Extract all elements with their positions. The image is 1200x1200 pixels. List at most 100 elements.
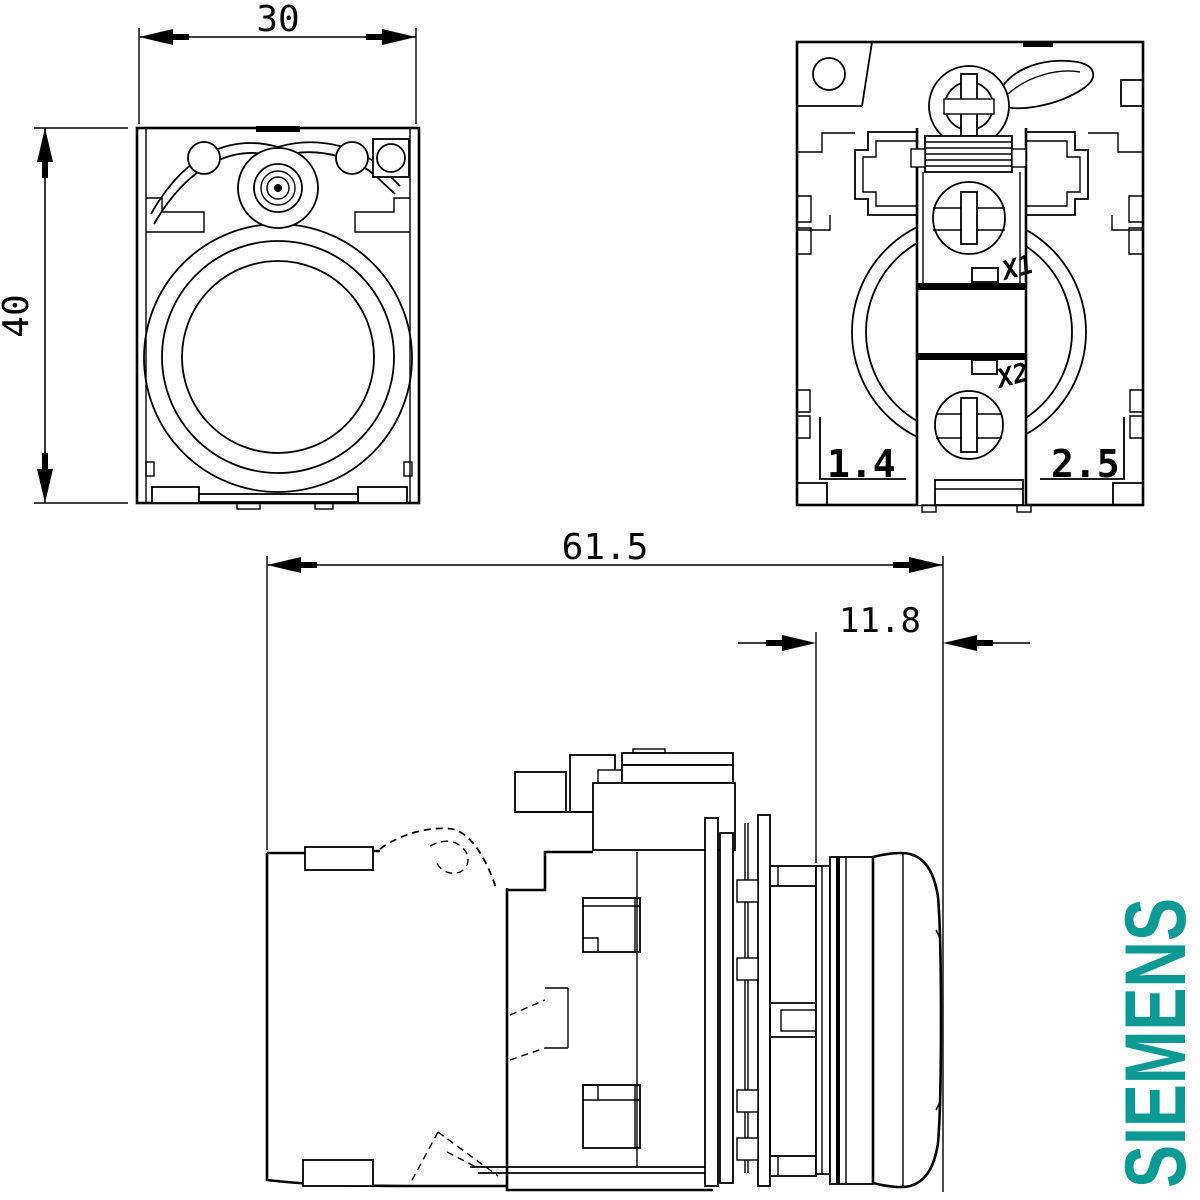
- front-height-dimension: 40: [0, 127, 128, 504]
- bottom-corner-steps: [797, 482, 1143, 505]
- rear-view: X1 X2 1.4 2.5: [795, 40, 1145, 513]
- bottom-latch-right: [357, 486, 408, 504]
- side-panel-steps: [797, 132, 1143, 231]
- release-lever: [995, 59, 1094, 110]
- bottom-tab: [302, 1159, 374, 1187]
- latch-tab-4: [736, 1137, 759, 1161]
- stem-block: [780, 1009, 817, 1032]
- arrowhead-top: [37, 128, 53, 178]
- top-screw: [928, 65, 1010, 147]
- corner-socket: [372, 138, 410, 178]
- corner-socket-hole: [376, 143, 406, 173]
- socket-lower: [582, 1084, 641, 1149]
- membrane-curl-dashed: [429, 840, 469, 874]
- latch-tab-2: [736, 957, 759, 981]
- corner-hole: [812, 57, 846, 91]
- spacer-ring: [757, 814, 771, 1187]
- block-outline: [265, 853, 507, 1188]
- siemens-logo: SIEMENS: [1108, 898, 1200, 1188]
- side-view: 61.5 11.8: [265, 527, 1030, 1192]
- block-top-edge: [267, 849, 380, 855]
- membrane-curve-dashed: [379, 827, 497, 889]
- front-view: 30 40: [0, 0, 421, 510]
- front-width-dimension: 30: [138, 0, 417, 124]
- extension-lines: [34, 127, 128, 504]
- total-depth-dimension: 61.5: [266, 527, 944, 1192]
- latch-tab-3: [736, 1089, 759, 1113]
- stack-rect-small: [514, 771, 567, 813]
- dimension-value-40: 40: [0, 294, 37, 337]
- flange-plate-1: [704, 817, 719, 1187]
- arrowhead-right: [943, 635, 993, 651]
- bezel-grooves: [821, 857, 847, 1184]
- lens-band-bottom: [917, 353, 1026, 360]
- dome-outline: [871, 851, 943, 1189]
- latch-tab-1: [736, 879, 759, 903]
- top-edge-tick: [256, 126, 300, 132]
- contact-label-25: 2.5: [1051, 442, 1120, 486]
- head-depth-dimension: 11.8: [738, 601, 1030, 863]
- screw-slot: [960, 397, 978, 453]
- bracket-right: [1026, 131, 1089, 216]
- corner-step-right: [1120, 79, 1143, 107]
- contact-bay-lines: [819, 417, 1125, 480]
- stack-cap: [621, 752, 734, 766]
- bottom-latch-left: [151, 486, 200, 504]
- flange-plate-2: [719, 832, 734, 1184]
- housing-inner-walls: [145, 128, 411, 503]
- bottom-tab: [934, 479, 1024, 506]
- switch-body: [470, 748, 736, 1192]
- edge-notches: [797, 195, 1143, 439]
- partition-line: [797, 41, 873, 107]
- socket-upper-detail: [583, 898, 640, 952]
- extension-lines: [266, 556, 944, 1192]
- screw-slot-horizontal: [943, 98, 995, 115]
- side-notch-left: [145, 461, 155, 477]
- front-body: [135, 126, 421, 510]
- bottom-screw: [934, 390, 1004, 460]
- bezel-ring-inner: [815, 865, 831, 1175]
- arrowhead-right: [366, 29, 416, 45]
- socket-upper: [582, 897, 641, 953]
- lens-band-top: [917, 283, 1026, 290]
- lens-window-sides: [916, 290, 1027, 353]
- top-edge-tick: [1023, 42, 1053, 47]
- arrowhead-left: [267, 557, 317, 573]
- contact-label-14: 1.4: [827, 442, 896, 486]
- stack-band: [621, 764, 734, 784]
- dimension-value-61-5: 61.5: [562, 527, 649, 568]
- collar-step-top: [769, 865, 817, 887]
- screw-recess-inner: [266, 176, 290, 200]
- button-lens: [181, 260, 375, 454]
- bracket-left: [854, 131, 917, 216]
- dome-edge-ticks: [935, 929, 941, 1111]
- stack-cap-bump: [632, 748, 666, 754]
- bottom-shelf-lines: [470, 1166, 713, 1174]
- terminal-x2-marker: [971, 359, 998, 375]
- terminal-clamp: [910, 135, 1027, 173]
- mid-step-lines: [545, 987, 569, 1049]
- mounting-flange: [704, 814, 817, 1187]
- mounting-hole-right: [335, 141, 369, 175]
- bottom-foot-left: [921, 504, 937, 513]
- dimension-value-11-8: 11.8: [839, 601, 921, 641]
- extension-lines: [138, 28, 417, 124]
- center-column-inner: [922, 172, 1021, 283]
- arrowhead-right: [893, 557, 943, 573]
- bottom-foot-right: [314, 502, 334, 510]
- button-head: [815, 851, 943, 1189]
- bottom-wedge-dashed: [409, 1131, 499, 1185]
- screw-recess-outer: [260, 170, 296, 206]
- side-notch-right: [403, 461, 413, 477]
- stem-lines: [770, 1002, 816, 1038]
- clamp-tab-right: [1011, 148, 1027, 168]
- step-profile-right: [354, 197, 410, 233]
- mounting-hole-left: [187, 141, 221, 175]
- arrowhead-bottom: [37, 453, 53, 503]
- contact-block: [265, 827, 507, 1188]
- mid-dashes: [509, 999, 546, 1061]
- middle-screw: [932, 181, 1006, 255]
- release-lever-line: [1007, 70, 1081, 95]
- bracket-right-inner: [1026, 140, 1081, 207]
